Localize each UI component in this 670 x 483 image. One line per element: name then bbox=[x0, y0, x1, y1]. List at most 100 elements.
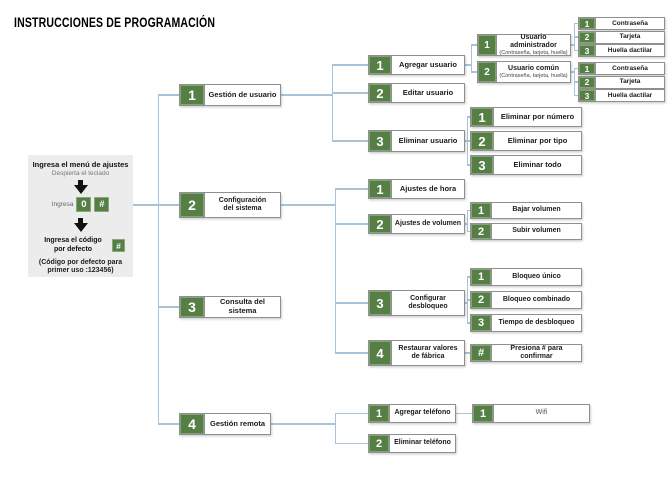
node-label: Eliminar teléfono bbox=[394, 439, 451, 447]
number-tile: 2 bbox=[471, 224, 492, 239]
connector-line bbox=[574, 94, 578, 97]
node-admin-tarjeta: 2 Tarjeta bbox=[578, 30, 665, 44]
connector-line bbox=[158, 306, 179, 308]
page-title: INSTRUCCIONES DE PROGRAMACIÓN bbox=[14, 15, 216, 30]
connector-line bbox=[467, 230, 470, 233]
connector-line bbox=[332, 92, 368, 94]
connector-line bbox=[331, 65, 333, 141]
connector-line bbox=[281, 94, 332, 96]
connector-line bbox=[465, 64, 471, 66]
number-tile: 3 bbox=[180, 297, 205, 317]
number-tile: 2 bbox=[369, 215, 392, 233]
node-label: Huella dactilar bbox=[607, 46, 653, 54]
node-subir-volumen: 2 Subir volumen bbox=[470, 223, 582, 240]
node-label: Eliminar usuario bbox=[398, 135, 458, 145]
connector-line bbox=[471, 71, 477, 73]
number-tile: 1 bbox=[579, 18, 596, 29]
label-line2: del sistema bbox=[223, 205, 262, 212]
number-tile: 2 bbox=[369, 84, 392, 102]
connector-line bbox=[467, 322, 470, 324]
number-tile: 2 bbox=[579, 31, 596, 43]
default-code-row: Ingresa el código por defecto # bbox=[34, 237, 127, 255]
connector-line bbox=[465, 352, 470, 354]
node-eliminar-usuario: 3 Eliminar usuario bbox=[368, 130, 465, 152]
node-eliminar-por-numero: 1 Eliminar por número bbox=[470, 107, 582, 127]
node-label: Consulta del sistema bbox=[219, 297, 265, 315]
number-tile: 4 bbox=[180, 414, 205, 434]
node-label: Gestión remota bbox=[209, 418, 265, 428]
connector-line bbox=[574, 49, 578, 52]
node-label: Usuario administrador (Contraseña, tarje… bbox=[497, 34, 570, 57]
label-line1: Configuración bbox=[218, 196, 267, 204]
node-label: Configurar desbloqueo bbox=[392, 291, 464, 315]
number-tile: 2 bbox=[471, 132, 494, 150]
number-tile: 3 bbox=[369, 131, 392, 151]
connector-line bbox=[456, 412, 472, 415]
node-admin-huella-dactilar: 3 Huella dactilar bbox=[578, 44, 665, 57]
default-code-note: (Código por defecto para primer uso :123… bbox=[28, 259, 133, 276]
node-label: Agregar teléfono bbox=[394, 409, 451, 417]
connector-line bbox=[332, 140, 368, 142]
node-label: Ajustes de hora bbox=[399, 183, 457, 193]
connector-line bbox=[574, 67, 578, 70]
number-tile: 3 bbox=[471, 315, 492, 331]
node-editar-usuario: 2 Editar usuario bbox=[368, 83, 465, 103]
connector-line bbox=[335, 302, 368, 304]
panel-heading: Ingresa el menú de ajustes bbox=[32, 160, 129, 169]
node-label: Ajustes de volumen bbox=[394, 219, 462, 227]
node-eliminar-todo: 3 Eliminar todo bbox=[470, 155, 582, 175]
node-gestion-remota: 4 Gestión remota bbox=[179, 413, 271, 435]
connector-line bbox=[471, 44, 477, 46]
node-label: Editar usuario bbox=[402, 87, 454, 97]
panel-subheading: Despierta el teclado bbox=[51, 170, 110, 177]
node-bloqueo-combinado: 2 Bloqueo combinado bbox=[470, 291, 582, 309]
node-label: Restaurar valores de fábrica bbox=[392, 341, 464, 365]
connector-line bbox=[335, 188, 368, 190]
node-label: Tarjeta bbox=[619, 78, 641, 86]
node-label: Usuario común (Contraseña, tarjeta, huel… bbox=[497, 62, 570, 82]
connector-line bbox=[467, 116, 470, 118]
connector-line bbox=[574, 36, 578, 38]
node-comun-tarjeta: 2 Tarjeta bbox=[578, 75, 665, 89]
down-arrow-icon bbox=[73, 218, 88, 232]
number-tile: 1 bbox=[369, 56, 392, 74]
connector-line bbox=[467, 164, 470, 166]
node-wifi: 1 Wifi bbox=[472, 404, 590, 423]
node-label: Eliminar por tipo bbox=[507, 135, 568, 145]
node-bajar-volumen: 1 Bajar volumen bbox=[470, 202, 582, 219]
node-label: Gestión de usuario bbox=[208, 89, 277, 99]
node-label: Tiempo de desbloqueo bbox=[498, 318, 575, 326]
number-tile: 1 bbox=[471, 203, 492, 218]
label-line1: Configurar bbox=[410, 294, 446, 302]
note-line2: primer uso :123456) bbox=[47, 267, 114, 275]
node-label: Wifi bbox=[535, 409, 548, 417]
connector-line bbox=[466, 210, 468, 232]
node-label: Bloqueo único bbox=[512, 272, 561, 280]
node-label: Huella dactilar bbox=[607, 91, 653, 99]
node-eliminar-por-tipo: 2 Eliminar por tipo bbox=[470, 131, 582, 151]
node-usuario-administrador: 1 Usuario administrador (Contraseña, tar… bbox=[477, 34, 571, 56]
note-line1: (Código por defecto para bbox=[38, 259, 123, 266]
connector-line bbox=[335, 223, 368, 225]
connector-line bbox=[571, 71, 575, 73]
connector-line bbox=[470, 45, 472, 72]
number-tile: 1 bbox=[473, 405, 494, 422]
node-agregar-usuario: 1 Agregar usuario bbox=[368, 55, 465, 75]
node-comun-contrasena: 1 Contraseña bbox=[578, 62, 665, 75]
number-tile: 2 bbox=[471, 292, 492, 308]
node-label: Presiona # para confirmar bbox=[510, 344, 563, 360]
connector-line bbox=[335, 412, 368, 415]
number-tile: 1 bbox=[369, 180, 392, 198]
number-tile: 2 bbox=[579, 76, 596, 88]
label-main: Usuario común bbox=[508, 64, 559, 72]
node-label: Bloqueo combinado bbox=[502, 295, 571, 303]
number-tile: 1 bbox=[180, 85, 205, 105]
node-admin-contrasena: 1 Contraseña bbox=[578, 17, 665, 30]
node-label: Bajar volumen bbox=[512, 206, 561, 214]
node-usuario-comun: 2 Usuario común (Contraseña, tarjeta, hu… bbox=[477, 61, 571, 83]
label-sub: (Contraseña, tarjeta, huella) bbox=[499, 50, 568, 57]
node-agregar-telefono: 1 Agregar teléfono bbox=[368, 404, 456, 423]
connector-line bbox=[335, 352, 368, 354]
connector-line bbox=[334, 189, 336, 353]
connector-line bbox=[158, 423, 179, 425]
